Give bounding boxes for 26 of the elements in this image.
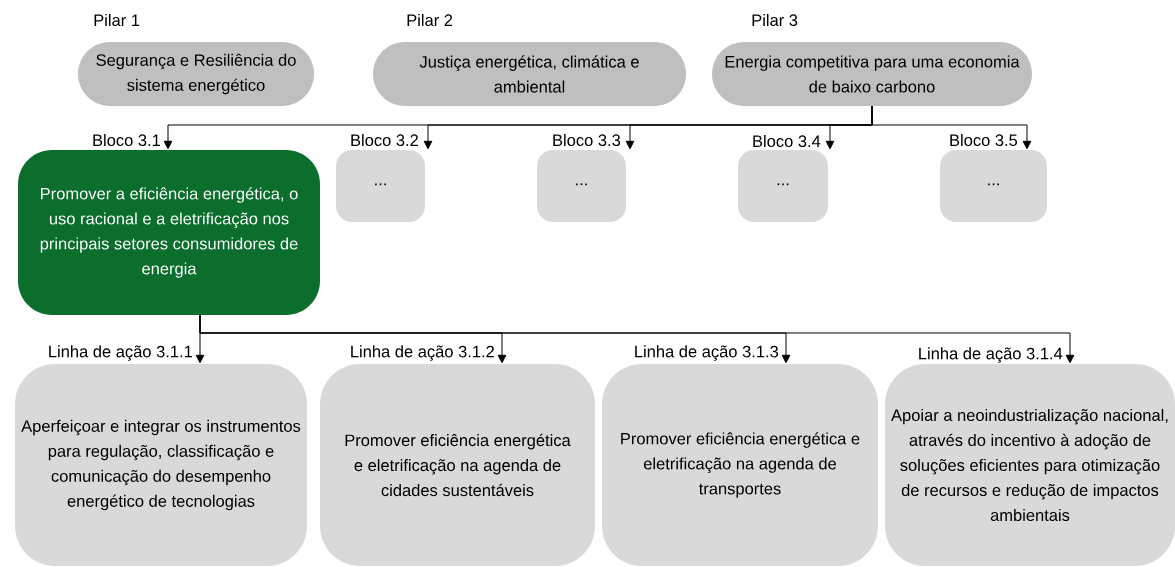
heading-label: Bloco 3.1 bbox=[93, 133, 160, 147]
rounded-box: ... bbox=[336, 150, 425, 222]
rounded-box: ... bbox=[940, 150, 1047, 222]
rounded-box: Promover a eficiência energética, o uso racional e a eletrificação nos principais setores consumidores de energia bbox=[18, 150, 320, 315]
rounded-box: Apoiar a neoindustrialização nacional, através do incentivo à adoção de soluções eficientes para otimização de recursos e redução de impactos ambientais bbox=[885, 364, 1175, 566]
heading-label: Bloco 3.2 bbox=[351, 133, 418, 147]
heading-label: Linha de ação 3.1.2 bbox=[351, 345, 494, 361]
arrow bbox=[871, 105, 1032, 150]
heading-label: Pilar 3 bbox=[752, 13, 798, 27]
rounded-box: Energia competitiva para uma economia de baixo carbono bbox=[712, 42, 1032, 106]
heading-label: Linha de ação 3.1.4 bbox=[919, 347, 1063, 363]
heading-label: Pilar 2 bbox=[407, 13, 453, 27]
heading-label: Linha de ação 3.1.1 bbox=[49, 345, 192, 361]
rounded-box: Justiça energética, climática e ambiental bbox=[373, 42, 686, 106]
rounded-box: Promover eficiência energética e eletrificação na agenda de transportes bbox=[602, 364, 878, 566]
rounded-box: Segurança e Resiliência do sistema energético bbox=[78, 42, 314, 106]
heading-label: Linha de ação 3.1.3 bbox=[635, 345, 779, 361]
rounded-box: ... bbox=[738, 150, 828, 222]
arrow bbox=[199, 314, 1075, 364]
rounded-box: ... bbox=[537, 150, 626, 222]
rounded-box: Aperfeiçoar e integrar os instrumentos para regulação, classificação e comunicação do desempenho energético de tecnologias bbox=[15, 364, 307, 566]
heading-label: Bloco 3.3 bbox=[553, 133, 621, 147]
heading-label: Bloco 3.4 bbox=[753, 134, 821, 148]
heading-label: Bloco 3.5 bbox=[950, 133, 1018, 147]
rounded-box: Promover eficiência energética e eletrificação na agenda de cidades sustentáveis bbox=[320, 364, 595, 566]
heading-label: Pilar 1 bbox=[94, 13, 140, 27]
